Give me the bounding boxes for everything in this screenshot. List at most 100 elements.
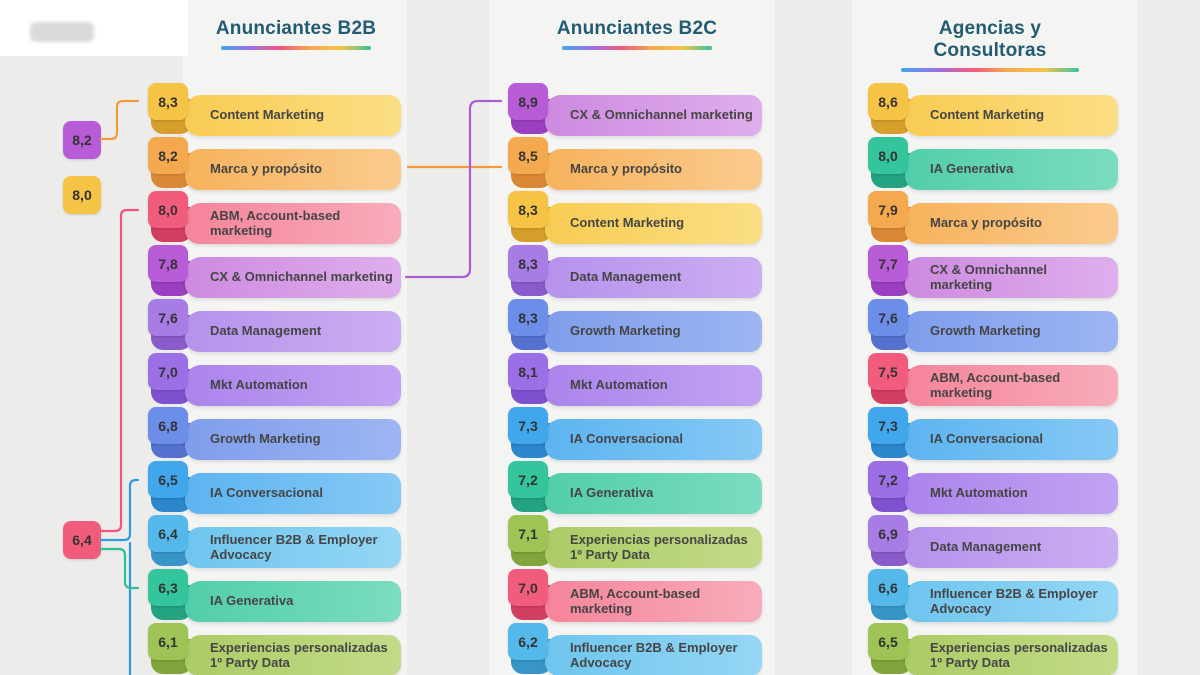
ranking-row: Marca y propósito 7,9 — [868, 191, 1118, 245]
ranking-row: CX & Omnichannel marketing 8,9 — [508, 83, 762, 137]
score-value: 7,7 — [878, 255, 898, 272]
topic-pill: IA Generativa — [905, 149, 1118, 190]
score-badge: 7,3 — [868, 407, 908, 444]
ranking-row: Experiencias personalizadas 1º Party Dat… — [148, 623, 401, 675]
topic-pill: Data Management — [905, 527, 1118, 568]
topic-label: IA Generativa — [570, 485, 654, 501]
topic-pill: Experiencias personalizadas 1º Party Dat… — [545, 527, 762, 568]
score-badge: 7,9 — [868, 191, 908, 228]
topic-pill: Data Management — [545, 257, 762, 298]
score-value: 7,5 — [878, 363, 898, 380]
score-badge: 6,1 — [148, 623, 188, 660]
score-value: 7,1 — [518, 525, 538, 542]
score-value: 8,3 — [518, 255, 538, 272]
topic-label: Mkt Automation — [930, 485, 1028, 501]
column-title: Anunciantes B2B — [215, 18, 377, 39]
topic-label: Growth Marketing — [570, 323, 681, 339]
score-value: 7,3 — [878, 417, 898, 434]
score-badge: 6,3 — [148, 569, 188, 606]
topic-label: Experiencias personalizadas 1º Party Dat… — [930, 639, 1108, 670]
topic-pill: IA Conversacional — [185, 473, 401, 514]
score-value: 8,9 — [518, 93, 538, 110]
score-value: 7,6 — [158, 309, 178, 326]
topic-pill: Growth Marketing — [545, 311, 762, 352]
ranking-row: Experiencias personalizadas 1º Party Dat… — [868, 623, 1118, 675]
score-value: 6,6 — [878, 579, 898, 596]
ranking-row: Mkt Automation 7,2 — [868, 461, 1118, 515]
score-badge: 7,7 — [868, 245, 908, 282]
topic-label: Experiencias personalizadas 1º Party Dat… — [570, 531, 748, 562]
score-badge: 7,3 — [508, 407, 548, 444]
topic-pill: Content Marketing — [185, 95, 401, 136]
ranking-row: IA Generativa 7,2 — [508, 461, 762, 515]
topic-label: Marca y propósito — [570, 161, 682, 177]
score-badge: 6,9 — [868, 515, 908, 552]
topic-label: IA Conversacional — [210, 485, 323, 501]
floating-score-badge: 8,0 — [63, 176, 101, 214]
topic-pill: ABM, Account-based marketing — [905, 365, 1118, 406]
score-badge: 7,1 — [508, 515, 548, 552]
topic-pill: Growth Marketing — [905, 311, 1118, 352]
header-underline — [221, 46, 371, 50]
score-badge: 8,3 — [508, 245, 548, 282]
column-title: Anunciantes B2C — [556, 18, 718, 39]
topic-pill: CX & Omnichannel marketing — [545, 95, 762, 136]
topic-label: Content Marketing — [930, 107, 1045, 123]
score-value: 8,0 — [158, 201, 178, 218]
score-value: 8,1 — [518, 363, 538, 380]
header-underline — [901, 68, 1079, 72]
ranking-row: Growth Marketing 6,8 — [148, 407, 401, 461]
score-badge: 6,5 — [148, 461, 188, 498]
topic-pill: Experiencias personalizadas 1º Party Dat… — [905, 635, 1118, 675]
score-badge: 6,6 — [868, 569, 908, 606]
topic-label: Data Management — [570, 269, 682, 285]
score-value: 7,0 — [158, 363, 178, 380]
topic-pill: IA Generativa — [545, 473, 762, 514]
topic-pill: CX & Omnichannel marketing — [905, 257, 1118, 298]
score-value: 8,2 — [72, 132, 92, 148]
score-badge: 8,0 — [148, 191, 188, 228]
score-value: 6,8 — [158, 417, 178, 434]
score-value: 7,2 — [518, 471, 538, 488]
score-value: 7,2 — [878, 471, 898, 488]
topic-pill: Growth Marketing — [185, 419, 401, 460]
topic-label: IA Generativa — [930, 161, 1014, 177]
score-badge: 7,8 — [148, 245, 188, 282]
ranking-row: IA Conversacional 7,3 — [868, 407, 1118, 461]
score-value: 7,9 — [878, 201, 898, 218]
arrow-purple-double-cx-omnichannel — [404, 99, 503, 279]
score-badge: 8,2 — [148, 137, 188, 174]
topic-pill: Content Marketing — [545, 203, 762, 244]
score-badge: 8,3 — [148, 83, 188, 120]
score-value: 6,5 — [878, 633, 898, 650]
topic-label: IA Conversacional — [570, 431, 683, 447]
ranking-row: ABM, Account-based marketing 7,5 — [868, 353, 1118, 407]
topic-pill: Mkt Automation — [185, 365, 401, 406]
topic-pill: Experiencias personalizadas 1º Party Dat… — [185, 635, 401, 675]
topic-pill: Mkt Automation — [545, 365, 762, 406]
score-value: 6,4 — [158, 525, 178, 542]
topic-label: CX & Omnichannel marketing — [570, 107, 753, 123]
topic-label: Marca y propósito — [210, 161, 322, 177]
topic-pill: IA Conversacional — [545, 419, 762, 460]
score-badge: 8,1 — [508, 353, 548, 390]
score-badge: 6,2 — [508, 623, 548, 660]
topic-label: ABM, Account-based marketing — [930, 369, 1061, 400]
topic-label: Marca y propósito — [930, 215, 1042, 231]
score-badge: 8,3 — [508, 299, 548, 336]
topic-pill: IA Conversacional — [905, 419, 1118, 460]
topic-label: Growth Marketing — [930, 323, 1041, 339]
topic-label: CX & Omnichannel marketing — [930, 261, 1048, 292]
